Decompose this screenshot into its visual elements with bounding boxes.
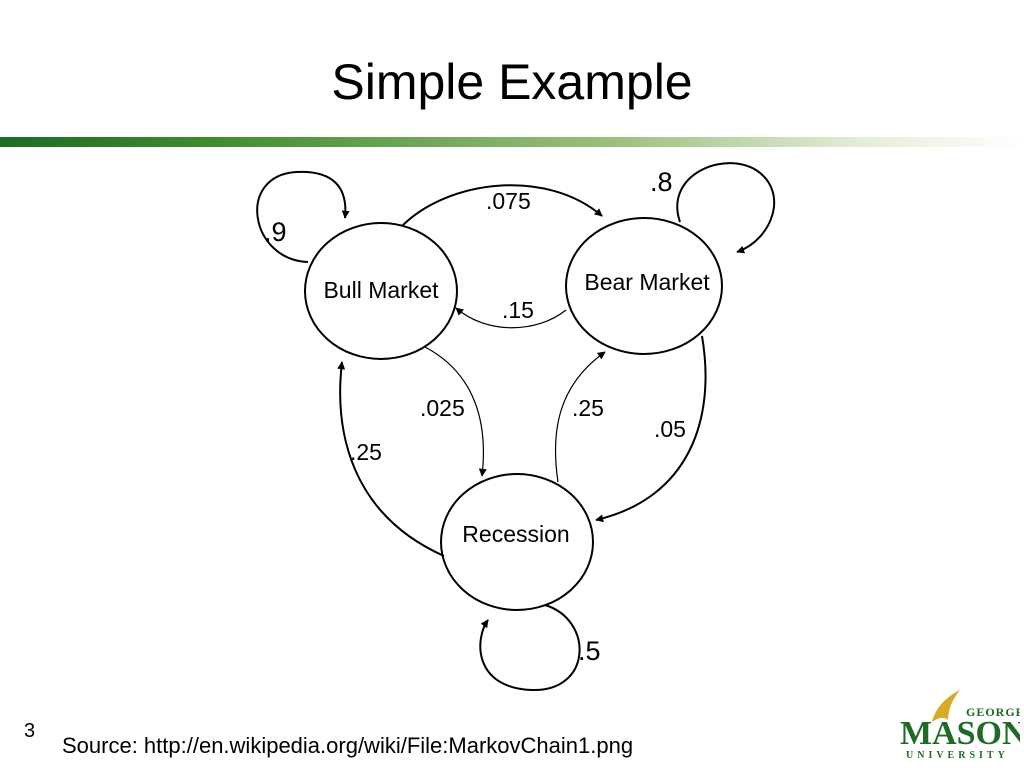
state-bear-market	[565, 217, 723, 355]
slide-title: Simple Example	[331, 54, 693, 110]
george-mason-logo: GEORGE MASON UNIVERSITY	[900, 690, 1020, 761]
transition-arrow-bull-to-bear	[401, 184, 603, 227]
state-recession	[440, 473, 594, 611]
source-citation: Source: http://en.wikipedia.org/wiki/Fil…	[62, 733, 634, 758]
transition-arrow-recession-to-bear	[554, 351, 606, 483]
state-label-recession: Recession	[462, 521, 569, 547]
logo-george-text: GEORGE	[966, 705, 1020, 719]
transition-arrow-bull-to-recession	[424, 346, 487, 477]
state-label-bull-market: Bull Market	[323, 277, 439, 303]
probability-label-recession-to-recession: .5	[578, 636, 601, 666]
probability-label-bull-to-recession: .025	[420, 395, 465, 421]
logo-university-text: UNIVERSITY	[906, 750, 1009, 761]
probability-label-bull-to-bull: .9	[264, 217, 287, 247]
title-underline-bar	[0, 137, 1024, 147]
logo-flame-icon	[932, 690, 960, 722]
transition-arrow-bull-to-bull	[256, 170, 350, 263]
state-bull-market	[304, 222, 458, 360]
probability-label-bear-to-bull: .15	[502, 297, 534, 323]
probability-label-recession-to-bull: .25	[350, 439, 382, 465]
probability-label-bear-to-bear: .8	[650, 167, 673, 197]
slide-number: 3	[24, 720, 36, 742]
probability-label-bull-to-bear: .075	[486, 188, 531, 214]
transition-arrow-bear-to-recession	[595, 335, 707, 523]
transition-arrow-bear-to-bear	[676, 162, 775, 254]
transition-arrow-recession-to-recession	[479, 604, 581, 692]
transition-arrow-bear-to-bull	[455, 307, 567, 329]
probability-label-recession-to-bear: .25	[572, 395, 604, 421]
logo-mason-text: MASON	[900, 715, 1020, 752]
transition-arrow-recession-to-bull	[337, 361, 445, 557]
state-label-bear-market: Bear Market	[584, 269, 710, 295]
probability-label-bear-to-recession: .05	[654, 416, 686, 442]
